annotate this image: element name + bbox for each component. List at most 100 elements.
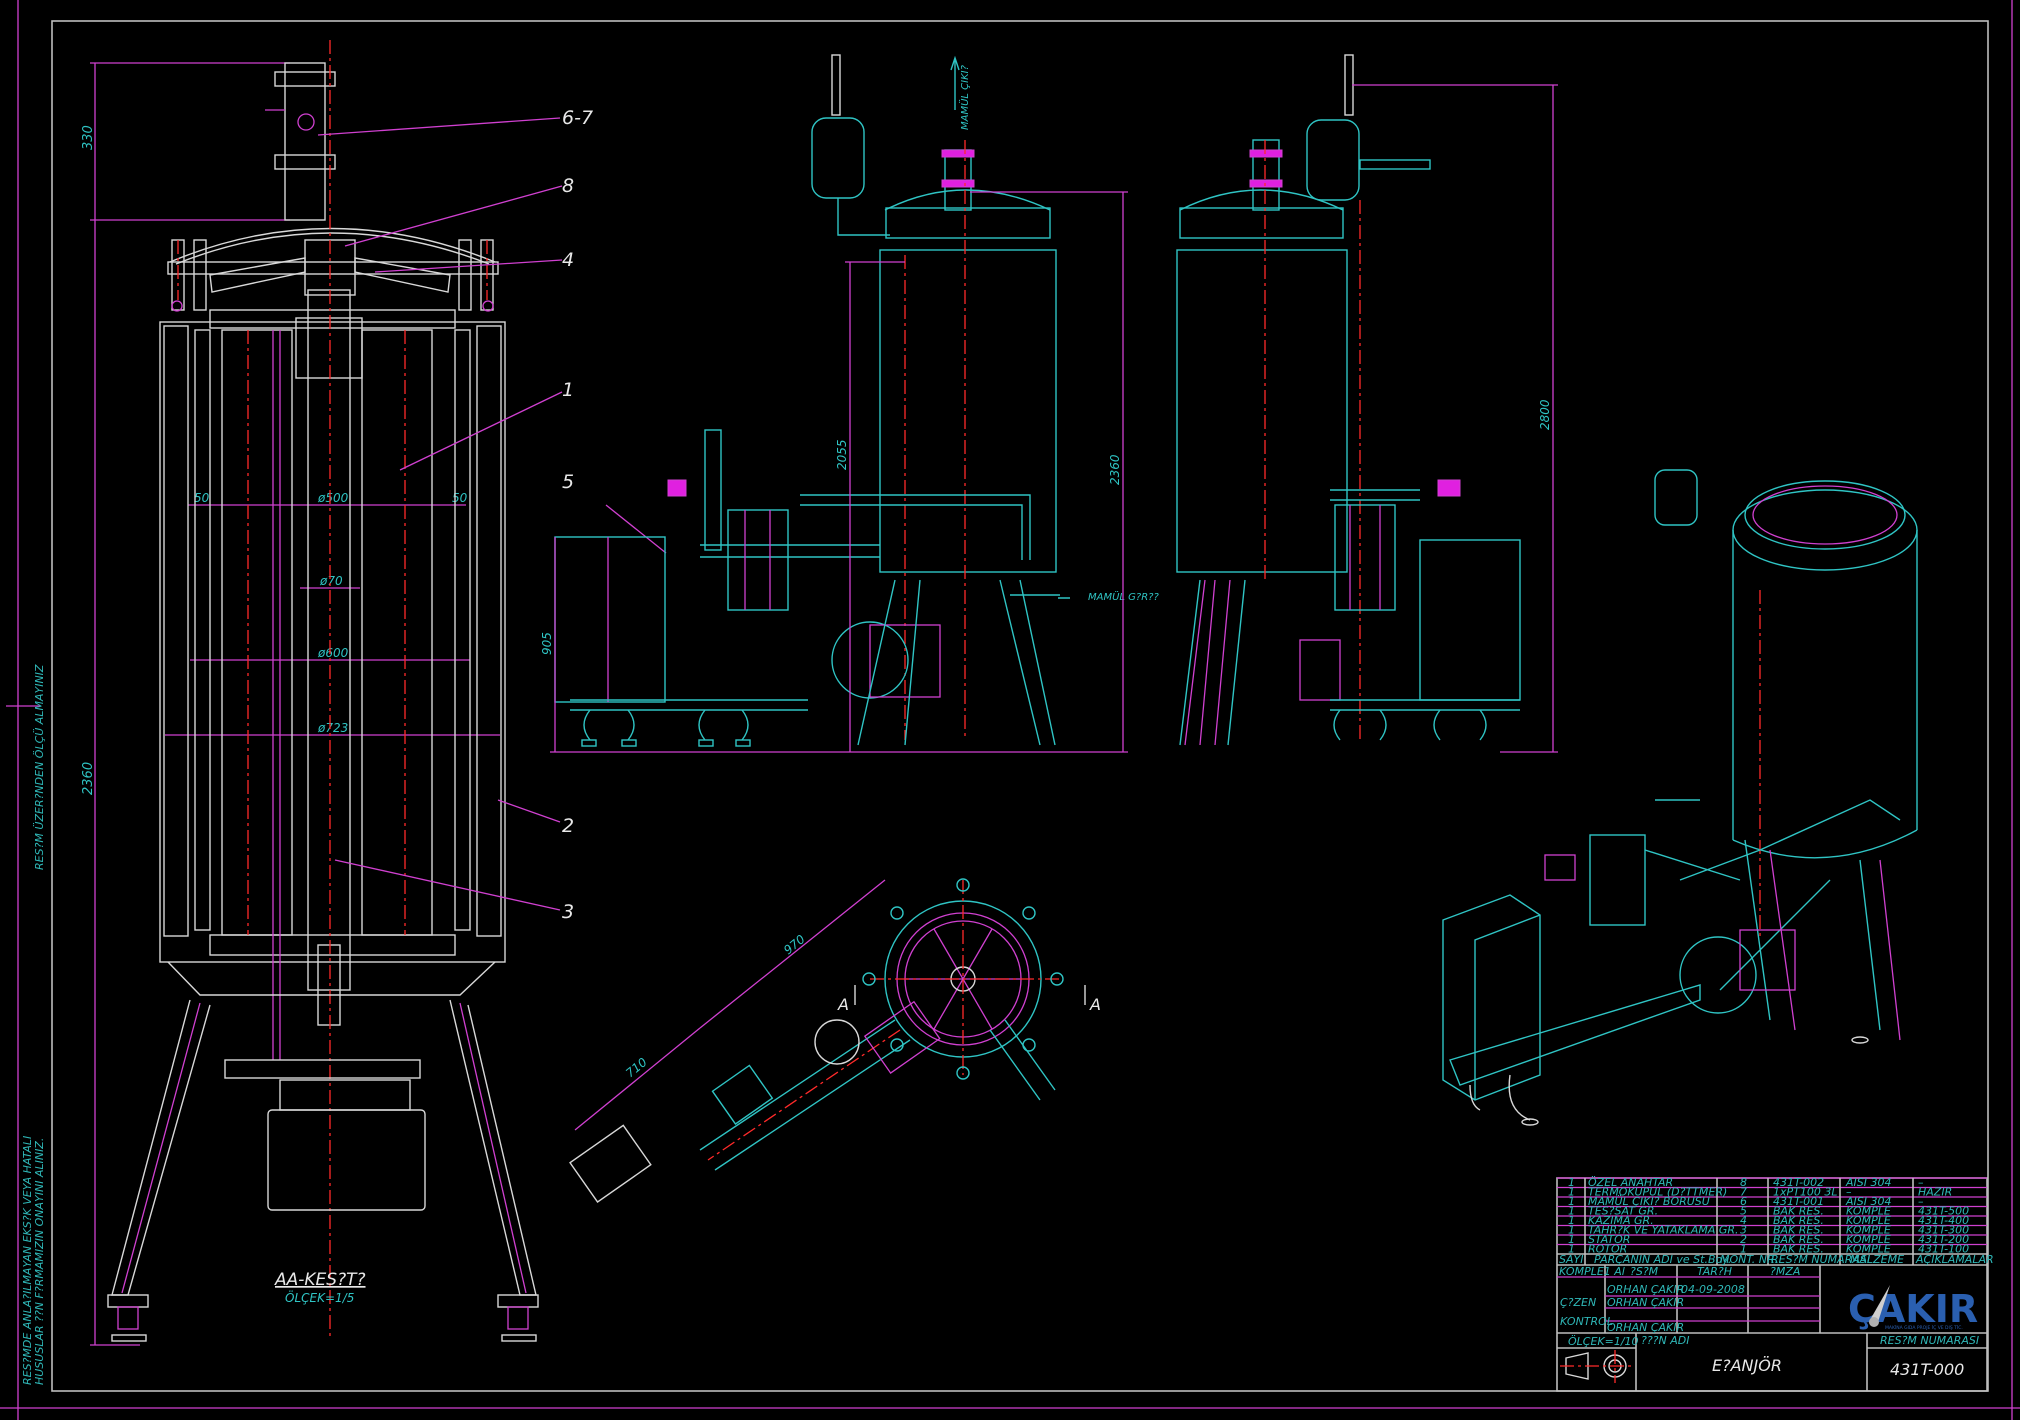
- header-qty: SAYI: [1559, 1253, 1583, 1266]
- top-view: 970 710 A A: [569, 878, 1101, 1203]
- dim-50-right: 50: [452, 491, 468, 505]
- top-pipe-arm: [699, 1019, 911, 1171]
- top-dim-710: 710: [623, 1055, 650, 1081]
- parts-cell-qty: 1: [1568, 1224, 1575, 1237]
- outlet-neck: [284, 62, 326, 221]
- balloon-leaders: [317, 117, 667, 911]
- front-dim-905: 905: [540, 632, 554, 655]
- dim-d500: ø500: [317, 491, 349, 505]
- side-feet: [1333, 709, 1487, 741]
- front-pump: [727, 509, 789, 611]
- top-bolts: [171, 239, 494, 312]
- parts-cell-no: 6: [1740, 1195, 1747, 1208]
- parts-cell-name: KAZIMA GR.: [1588, 1214, 1654, 1227]
- front-dim-2055: 2055: [835, 439, 849, 470]
- parts-cell-qty: 1: [1568, 1186, 1575, 1199]
- parts-cell-note: 431T-400: [1918, 1214, 1969, 1227]
- outer-jacket: [159, 321, 506, 963]
- parts-cell-drawing: 431T-002: [1773, 1176, 1824, 1189]
- tb-drawn-by: ORHAN ÇAKIR: [1607, 1283, 1684, 1296]
- parts-cell-qty: 1: [1568, 1214, 1575, 1227]
- front-inlet-label: MAMÜL G?R??: [1088, 590, 1159, 603]
- side-tank-flange: [1179, 207, 1344, 239]
- logo-text: ÇAKIR: [1848, 1287, 1978, 1331]
- iso-pipework: [1644, 799, 1901, 881]
- parts-cell-no: 3: [1740, 1224, 1747, 1237]
- gear-motor: [267, 1109, 426, 1211]
- parts-list: [1556, 1177, 1988, 1392]
- parts-cell-no: 2: [1740, 1233, 1747, 1246]
- section-mark-a-left: A: [837, 995, 849, 1014]
- header-material: MALZEME: [1850, 1253, 1904, 1266]
- section-mark-a-right: A: [1089, 995, 1101, 1014]
- note-line-2: HUSUSLAR ??N F?RMAMIZIN ONAYINI ALINIZ.: [33, 1138, 46, 1385]
- balloon-3: 3: [562, 901, 574, 923]
- parts-cell-note: –: [1918, 1195, 1924, 1208]
- insulation-left: [163, 325, 189, 937]
- parts-cell-no: 7: [1740, 1186, 1747, 1199]
- dim-2360: 2360: [81, 762, 96, 795]
- balloon-8: 8: [562, 175, 574, 197]
- parts-cell-no: 4: [1740, 1214, 1747, 1227]
- company-logo: ÇAKIR MAKİNA GIDA PROJE İÇ VE DIŞ TİC.: [1848, 1285, 1978, 1331]
- parts-cell-material: KOMPLE: [1846, 1205, 1891, 1218]
- side-expansion-vessel: [1306, 119, 1360, 201]
- front-motor-fins: [869, 624, 941, 698]
- insulation-right: [476, 325, 502, 937]
- parts-cell-name: ÖZEL ANAHTAR: [1588, 1176, 1673, 1189]
- header-drawing: RES?M NUMARASI: [1771, 1253, 1870, 1266]
- front-control-box: [554, 536, 666, 703]
- balloon-1: 1: [562, 379, 574, 401]
- tb-header-name: ?S?M: [1630, 1265, 1659, 1278]
- tb-date: 04-09-2008: [1681, 1283, 1745, 1296]
- tb-job-name: E?ANJÖR: [1712, 1356, 1782, 1375]
- foot-right: [497, 1294, 539, 1308]
- parts-cell-name: MAMÜL ÇIKI? BORUSU: [1588, 1195, 1710, 1208]
- parts-cell-name: TES?SAT GR.: [1588, 1205, 1658, 1218]
- parts-cell-no: 8: [1740, 1176, 1747, 1189]
- thermocouple-icon: [297, 113, 315, 131]
- front-tank-body: [879, 249, 1057, 573]
- front-expansion-vessel: [811, 117, 865, 199]
- scraper-arm-left: [209, 257, 306, 293]
- front-tank-flange: [885, 207, 1051, 239]
- parts-cell-drawing: 1xPT100 3L: [1773, 1186, 1837, 1199]
- parts-cell-name: TAHR?K VE YATAKLAMA GR.: [1588, 1224, 1739, 1237]
- dim-330: 330: [81, 125, 96, 150]
- parts-cell-material: KOMPLE: [1846, 1214, 1891, 1227]
- dim-d70: ø70: [319, 574, 343, 588]
- parts-cell-material: KOMPLE: [1846, 1224, 1891, 1237]
- drive-shaft: [307, 289, 351, 991]
- parts-cell-material: AISI 304: [1845, 1176, 1892, 1189]
- dim-50-left: 50: [194, 491, 210, 505]
- parts-cell-material: AISI 304: [1845, 1195, 1892, 1208]
- parts-cell-drawing: BAK RES.: [1773, 1233, 1824, 1246]
- front-dimension-lines: [550, 191, 1128, 753]
- parts-cell-name: TERMOKUPUL (D?TTMER): [1588, 1186, 1727, 1199]
- parts-cell-no: 1: [1740, 1243, 1747, 1256]
- front-base-frame: [570, 699, 808, 711]
- rotor-bottom-plate: [209, 934, 456, 956]
- side-motor-fins: [1299, 639, 1341, 701]
- section-view-aa: 330 2360 ø500 ø70 ø600 ø723 50 50: [81, 40, 667, 1346]
- rotor-top-plate: [209, 309, 456, 329]
- neck-flange-top: [274, 71, 336, 87]
- foot-left: [107, 1294, 149, 1308]
- parts-cell-drawing: BAK RES.: [1773, 1205, 1824, 1218]
- tb-header-role: KOMPLE1 Al: [1559, 1265, 1625, 1278]
- balloon-5: 5: [562, 471, 574, 493]
- parts-cell-name: STATOR: [1588, 1233, 1630, 1246]
- parts-cell-drawing: BAK RES.: [1773, 1224, 1824, 1237]
- dim-d600: ø600: [317, 646, 349, 660]
- header-no: MONT. NR.: [1720, 1253, 1778, 1266]
- scraper-arm-right: [354, 257, 451, 293]
- tank-dome: [169, 227, 496, 263]
